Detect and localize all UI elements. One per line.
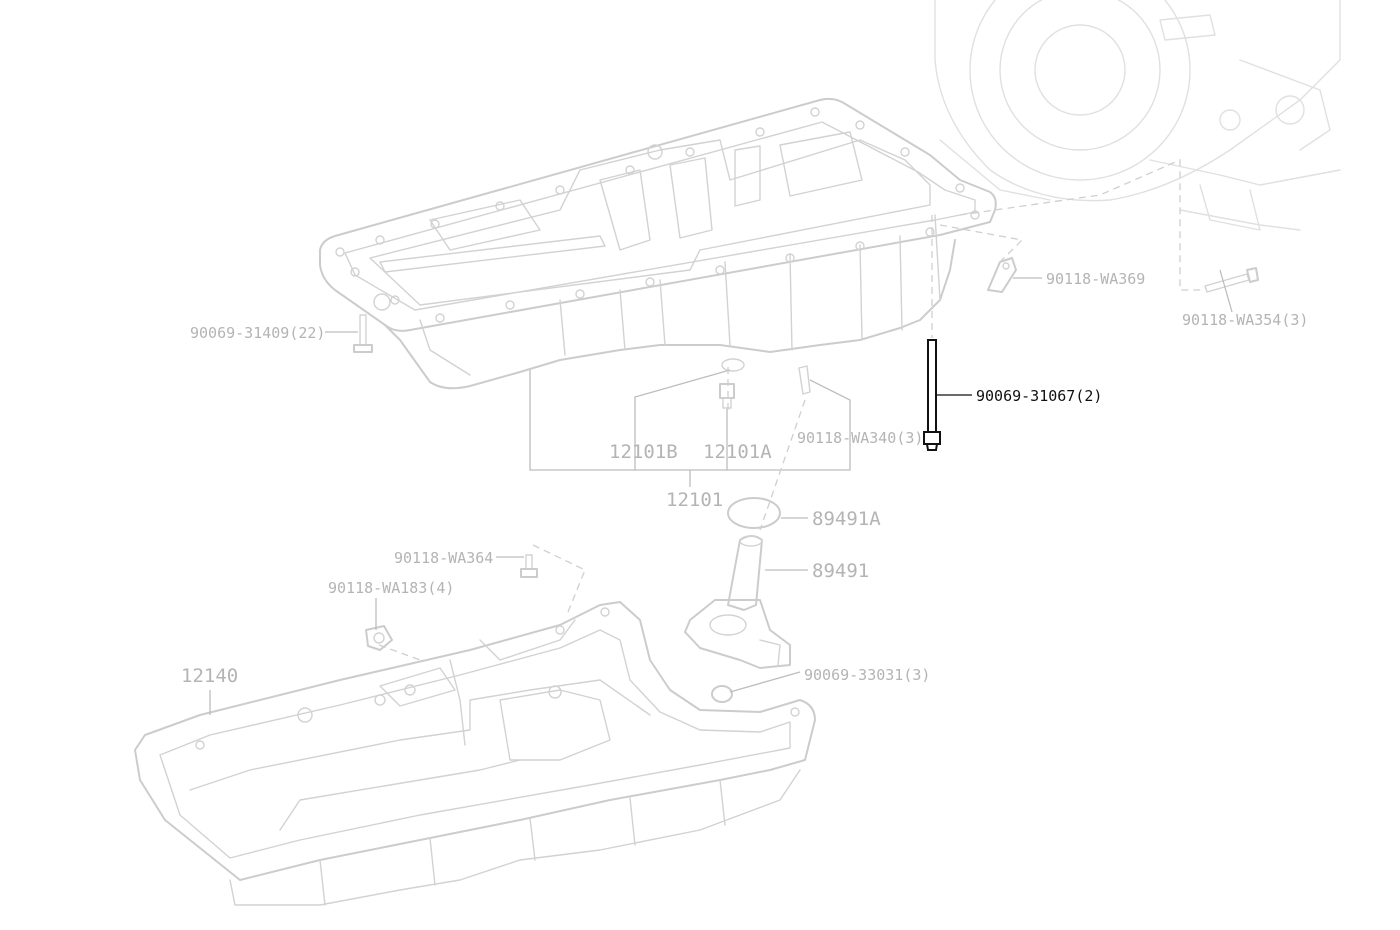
upper-oil-pan-12101 [319, 97, 997, 390]
part-labels: 90069-31409(22) 90118-WA369 90118-WA354(… [181, 270, 1308, 687]
label-90069-31067[interactable]: 90069-31067(2) [976, 387, 1102, 405]
label-90118-wa340[interactable]: 90118-WA340(3) [797, 429, 923, 447]
label-89491[interactable]: 89491 [812, 560, 869, 582]
label-90069-33031[interactable]: 90069-33031(3) [804, 666, 930, 684]
bolt-90118-wa364 [520, 554, 538, 578]
bolt-90118-wa183 [365, 625, 393, 651]
label-90118-wa364[interactable]: 90118-WA364 [394, 549, 493, 567]
o-ring-89491a [727, 497, 781, 529]
label-12101a[interactable]: 12101A [703, 441, 772, 463]
label-89491a[interactable]: 89491A [812, 508, 881, 530]
lower-oil-pan-12140 [134, 601, 816, 906]
transmission-housing-background [934, 0, 1341, 231]
long-bolt-90069-31067-highlighted[interactable] [923, 339, 941, 451]
label-90069-31409[interactable]: 90069-31409(22) [190, 324, 325, 342]
label-12101b[interactable]: 12101B [609, 441, 678, 463]
label-90118-wa369[interactable]: 90118-WA369 [1046, 270, 1145, 288]
gasket-12101b [721, 358, 745, 372]
alignment-dashed-lines [378, 159, 1205, 661]
nut-90069-33031 [711, 685, 733, 703]
bracket-90118-wa369 [987, 257, 1017, 293]
drain-plug-12101a [719, 383, 735, 409]
label-12140[interactable]: 12140 [181, 665, 238, 687]
label-90118-wa354[interactable]: 90118-WA354(3) [1182, 311, 1308, 329]
bolt-90069-31409 [353, 314, 373, 353]
label-90118-wa183[interactable]: 90118-WA183(4) [328, 579, 454, 597]
bolt-90118-wa354 [1204, 267, 1259, 293]
stud-90118-wa340 [798, 365, 811, 395]
label-12101[interactable]: 12101 [666, 489, 723, 511]
oil-strainer-89491 [684, 535, 791, 669]
leader-lines [209, 269, 1233, 715]
